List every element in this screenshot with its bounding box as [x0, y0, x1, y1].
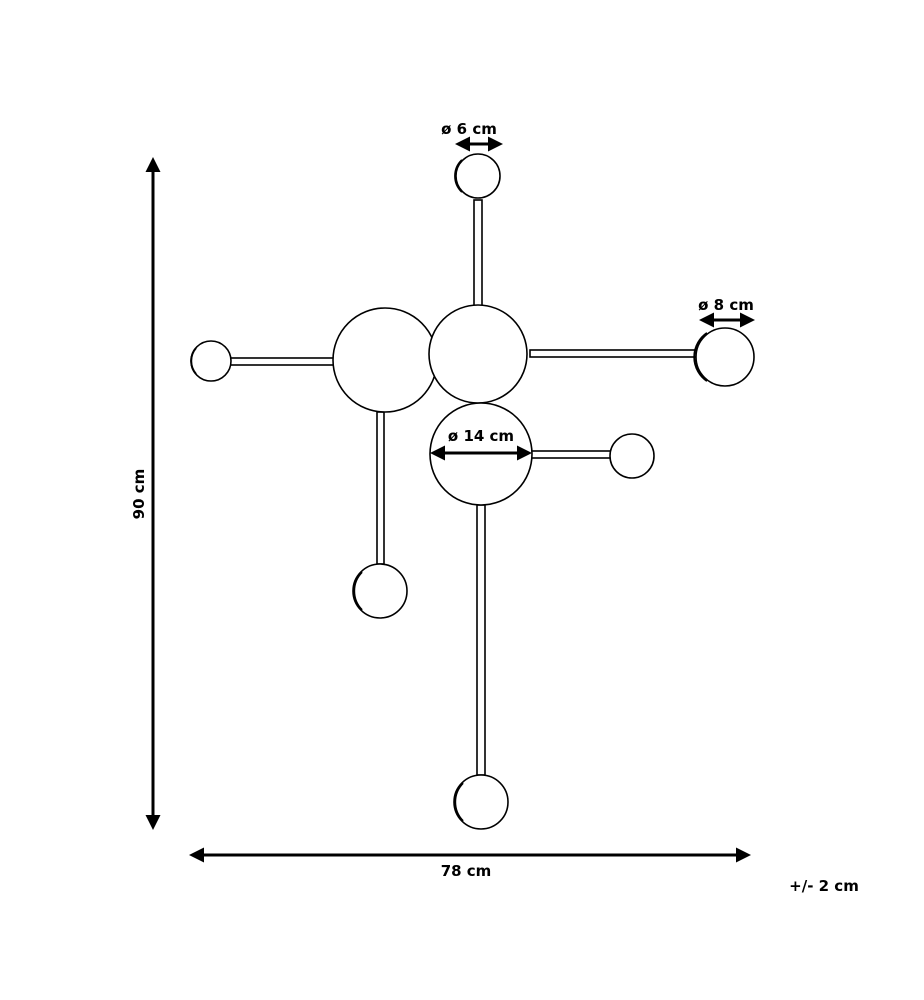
height-dimension: 90 cm [130, 157, 161, 830]
globe-bottom-shade [454, 782, 464, 822]
medium-globe-label: ø 8 cm [698, 296, 754, 314]
globe-top-shade [454, 159, 463, 193]
small-globe-callout: ø 6 cm [441, 120, 503, 152]
lamp-globes [190, 153, 755, 830]
canopy-disc-right [428, 304, 528, 404]
rod-right [529, 349, 703, 358]
globe-right-small [609, 433, 655, 479]
globe-left [190, 340, 232, 382]
small-globe-label: ø 6 cm [441, 120, 497, 138]
width-label: 78 cm [441, 862, 492, 880]
canopy-group [332, 304, 533, 506]
rod-left-down [376, 411, 385, 565]
globe-left-down-shade [353, 571, 363, 611]
rod-top [473, 199, 483, 309]
globe-left-down [352, 563, 408, 619]
tolerance-label: +/- 2 cm [789, 877, 859, 895]
rod-bottom [476, 504, 486, 776]
width-dimension: 78 cm [189, 847, 751, 880]
globe-right [695, 327, 755, 387]
globe-top [455, 153, 501, 199]
rod-right-small [530, 450, 614, 459]
medium-globe-callout: ø 8 cm [698, 296, 755, 328]
rod-left [227, 357, 335, 366]
canopy-label: ø 14 cm [448, 427, 514, 445]
canopy-callout: ø 14 cm [430, 427, 532, 461]
height-label: 90 cm [130, 469, 148, 520]
canopy-disc-left [332, 307, 438, 413]
globe-right-shade [693, 332, 708, 382]
globe-left-shade [190, 347, 197, 375]
globe-bottom [453, 774, 509, 830]
